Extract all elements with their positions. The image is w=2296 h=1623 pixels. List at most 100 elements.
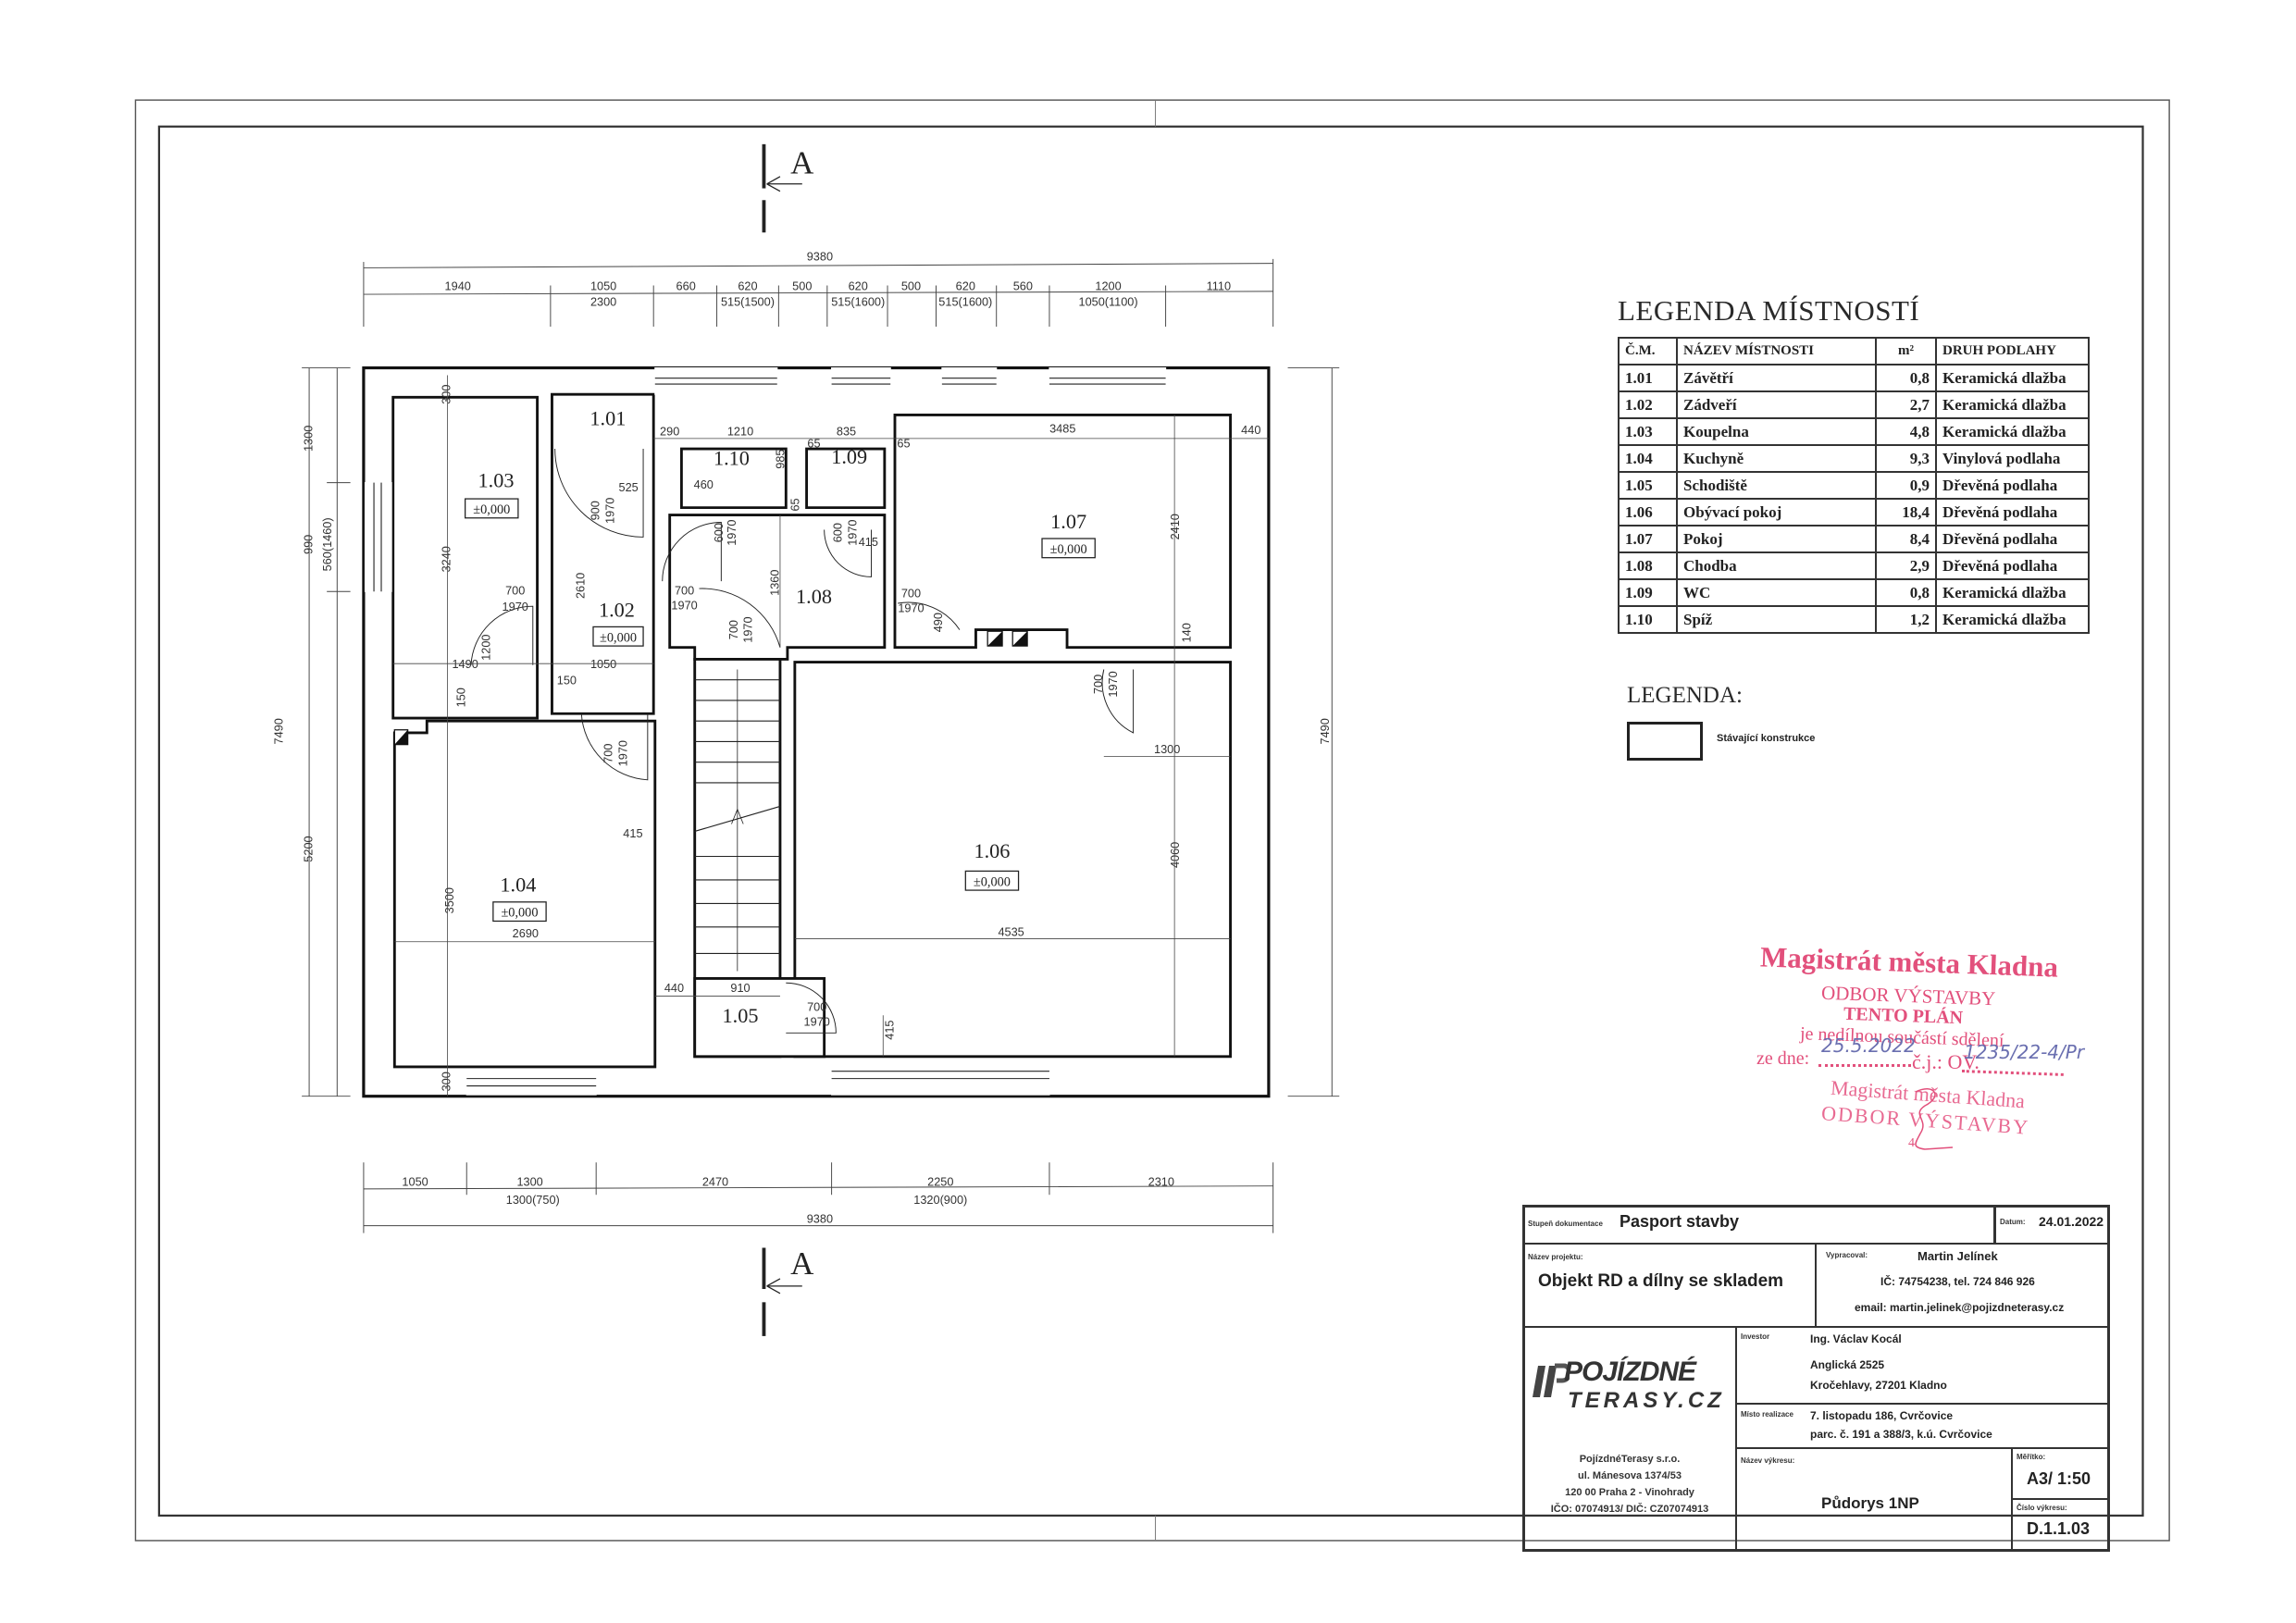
cell-room-number: 1.08 [1618,551,1678,580]
svg-text:300: 300 [440,1072,453,1091]
svg-text:3485: 3485 [1049,422,1075,436]
svg-text:1970: 1970 [898,601,924,615]
room-level: ±0,000 [501,906,538,921]
windows [364,366,1167,1096]
room-number: 1.01 [590,407,626,430]
company-street: ul. Mánesova 1374/53 [1578,1470,1682,1481]
table-header-row: Č.M. NÁZEV MÍSTNOSTI m² DRUH PODLAHY [1618,337,2090,365]
room-level: ±0,000 [473,502,510,517]
room-legend-table: Č.M. NÁZEV MÍSTNOSTI m² DRUH PODLAHY 1.0… [1618,337,2090,634]
cell-room-number: 1.02 [1618,390,1678,419]
cell-area: 2,7 [1875,390,1937,419]
room-labels: 1.01 1.02 ±0,000 1.03 ±0,000 1.04 ±0,000… [465,407,1096,1027]
cell-area: 0,9 [1875,471,1937,500]
svg-text:700: 700 [505,583,525,597]
cell-floor-type: Dřevěná podlaha [1935,498,2090,527]
stamp-ref-label: č.j.: OV. [1912,1050,1980,1073]
svg-text:1300: 1300 [516,1175,542,1189]
cell-area: 18,4 [1875,498,1937,527]
logo-mark-icon [1533,1363,1570,1397]
svg-text:1360: 1360 [767,570,781,596]
room-1-09-outline [805,447,887,510]
svg-text:2300: 2300 [590,295,616,309]
svg-text:150: 150 [454,688,468,707]
svg-text:1050: 1050 [402,1175,428,1189]
site-label: Místo realizace [1741,1410,1793,1419]
investor-street: Anglická 2525 [1810,1358,1885,1371]
stamp-number: 4 [1908,1136,1915,1150]
staircase [694,669,781,972]
cell-room-name: Závětří [1676,364,1877,392]
svg-text:300: 300 [440,385,453,404]
cell-room-number: 1.01 [1618,364,1678,392]
col-header: NÁZEV MÍSTNOSTI [1676,337,1877,365]
site-address: 7. listopadu 186, Cvrčovice [1810,1409,1954,1422]
svg-text:700: 700 [1091,675,1105,694]
window [364,482,392,592]
room-number: 1.08 [796,585,832,608]
svg-text:440: 440 [664,981,684,995]
cell-area: 2,9 [1875,551,1937,580]
svg-text:9380: 9380 [807,249,833,263]
cell-room-name: Pokoj [1676,525,1877,553]
cell-area: 0,8 [1875,364,1937,392]
cell-room-number: 1.04 [1618,444,1678,473]
investor-label: Investor [1741,1332,1770,1341]
cell-floor-type: Keramická dlažba [1935,364,2090,392]
svg-text:1300: 1300 [301,426,315,452]
room-number: 1.02 [599,598,635,621]
room-level: ±0,000 [974,874,1011,889]
svg-text:4535: 4535 [998,924,1024,938]
svg-text:560(1460): 560(1460) [320,517,334,571]
svg-text:525: 525 [619,480,639,494]
site-parcel: parc. č. 191 a 388/3, k.ú. Cvrčovice [1810,1428,1992,1441]
stamp-date-label: ze dne: [1756,1048,1810,1069]
svg-text:2310: 2310 [1148,1175,1174,1189]
scale-label: Měřítko: [2017,1453,2046,1461]
cell-area: 4,8 [1875,417,1937,446]
investor-city: Kročehlavy, 27201 Kladno [1810,1379,1947,1392]
svg-text:1200: 1200 [479,635,493,661]
svg-text:440: 440 [1241,423,1260,437]
room-number: 1.03 [478,468,515,491]
svg-text:515(1600): 515(1600) [831,295,885,309]
svg-text:5200: 5200 [301,836,315,861]
cell-area: 9,3 [1875,444,1937,473]
svg-text:490: 490 [931,613,945,632]
section-label-bottom: A [790,1245,813,1282]
cell-room-number: 1.10 [1618,605,1678,634]
door-swing [470,605,534,665]
svg-text:1970: 1970 [804,1014,830,1028]
cell-room-name: Spíž [1676,605,1877,634]
project-label: Název projektu: [1528,1253,1583,1261]
svg-text:560: 560 [1013,279,1033,292]
door-swing [824,529,873,577]
cell-room-name: Chodba [1676,551,1877,580]
svg-text:660: 660 [676,279,696,292]
room-number: 1.09 [831,445,867,468]
room-level: ±0,000 [1050,542,1087,557]
sheet-outer-border [134,99,2170,1542]
svg-text:290: 290 [660,425,679,439]
section-mark-top [762,143,802,233]
interior-dimension-lines [392,375,1269,1096]
cell-room-name: WC [1676,578,1877,607]
cell-room-name: Obývací pokoj [1676,498,1877,527]
cell-room-name: Zádveří [1676,390,1877,419]
svg-text:460: 460 [694,477,714,491]
drawing-value: Půdorys 1NP [1821,1494,1919,1512]
drawing-label: Název výkresu: [1741,1456,1795,1465]
author-email: email: martin.jelinek@pojizdneterasy.cz [1855,1301,2065,1314]
date-value: 24.01.2022 [2039,1214,2104,1229]
investor-cell [1735,1326,2110,1405]
cell-floor-type: Keramická dlažba [1935,578,2090,607]
door-swing [898,601,961,630]
room-number: 1.05 [723,1004,759,1027]
company-name: PojízdnéTerasy s.r.o. [1579,1454,1681,1465]
stamp-date-value: 25.5.2022 [1821,1035,1916,1057]
window [831,366,891,395]
svg-text:620: 620 [956,279,975,292]
